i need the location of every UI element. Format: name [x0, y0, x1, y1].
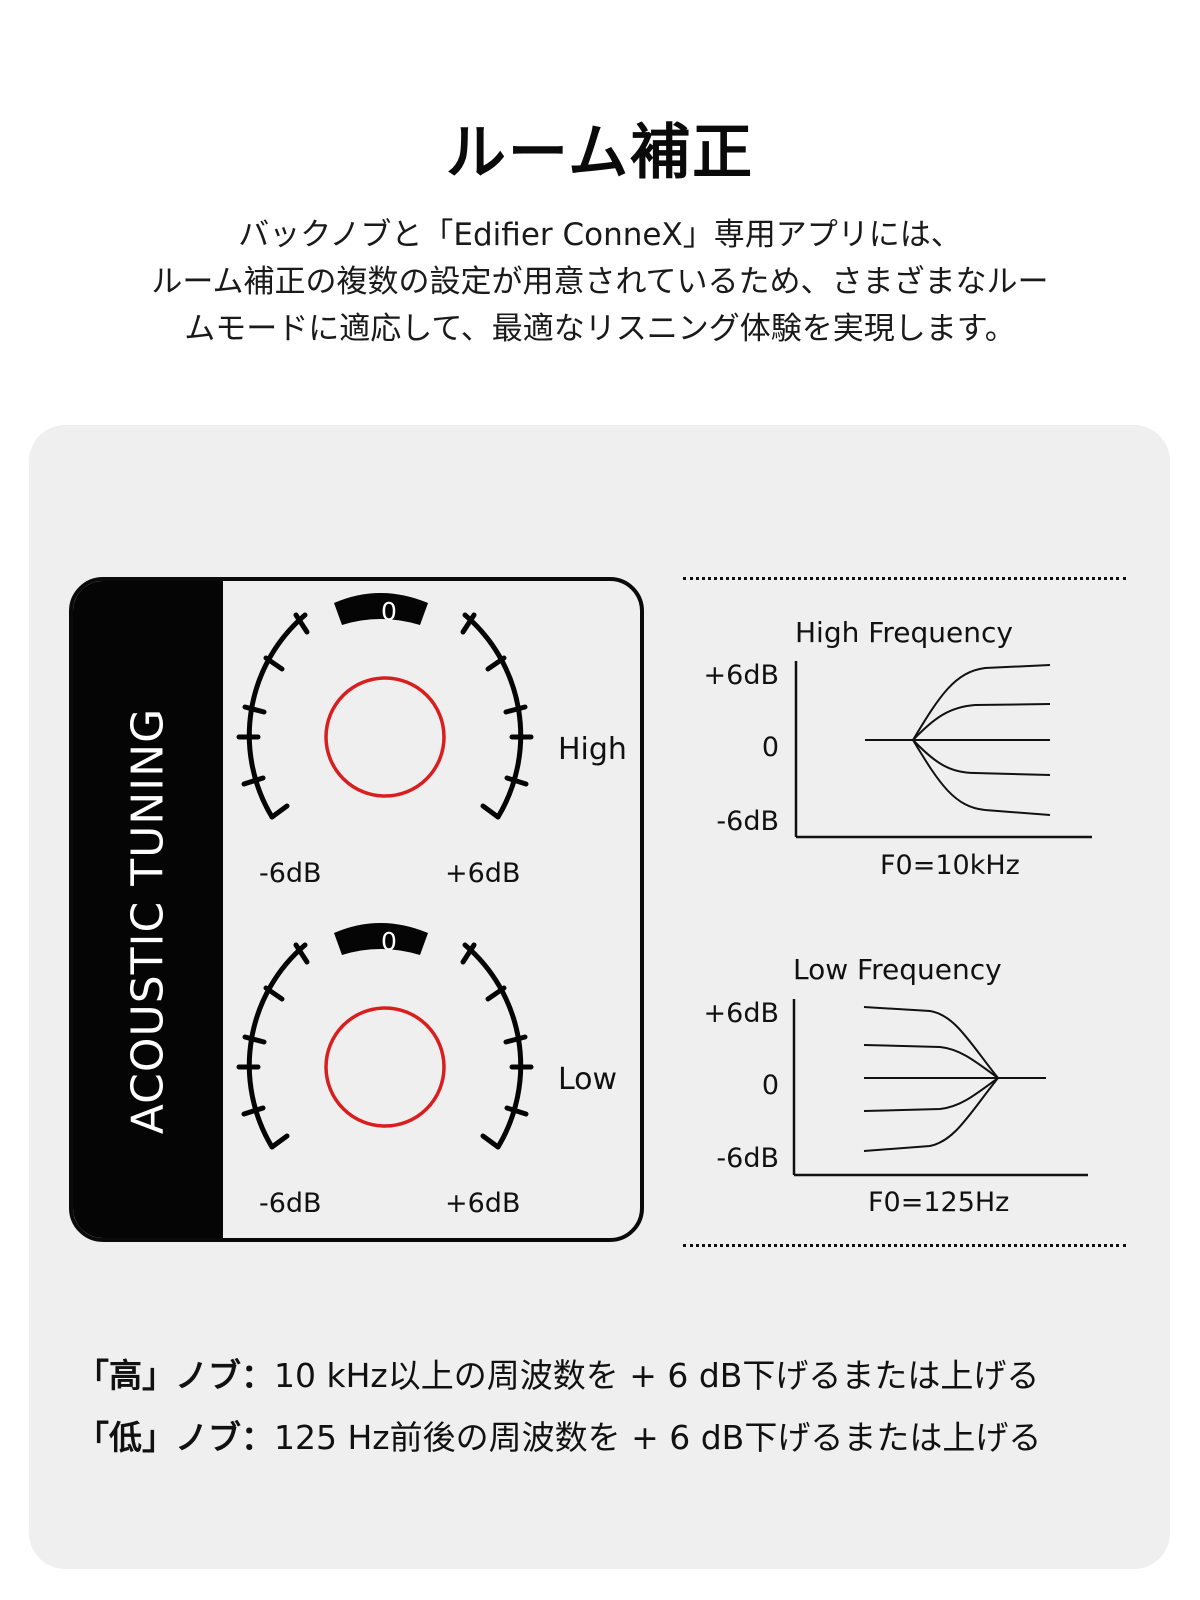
intro-line: バックノブと「Edifier ConneX」専用アプリには、 — [238, 217, 962, 253]
knob-center-value: 0 — [381, 597, 397, 626]
intro-text: バックノブと「Edifier ConneX」専用アプリには、 ルーム補正の複数の… — [60, 212, 1140, 353]
dial-scale-icon — [236, 923, 534, 1150]
note-high-knob: 「高」ノブ：10 kHz以上の周波数を + 6 dB下げるまたは上げる — [76, 1345, 1156, 1407]
divider-top — [683, 577, 1126, 580]
low-knob[interactable] — [230, 915, 540, 1185]
knob-max-label: +6dB — [445, 858, 521, 889]
knob-center-value: 0 — [381, 927, 397, 956]
acoustic-tuning-label: ACOUSTIC TUNING — [122, 707, 174, 1135]
note-text: 125 Hz前後の周波数を + 6 dB下げるまたは上げる — [274, 1418, 1042, 1457]
y-tick-label: 0 — [761, 732, 779, 763]
note-low-knob: 「低」ノブ：125 Hz前後の周波数を + 6 dB下げるまたは上げる — [76, 1407, 1156, 1469]
y-tick-label: 0 — [761, 1070, 779, 1101]
low-frequency-chart — [792, 999, 1088, 1177]
knob-max-label: +6dB — [445, 1188, 521, 1219]
note-key: 「低」ノブ： — [76, 1418, 274, 1457]
intro-line: ムモードに適応して、最適なリスニング体験を実現します。 — [184, 311, 1016, 347]
intro-line: ルーム補正の複数の設定が用意されているため、さまざまなルー — [151, 264, 1049, 300]
high-knob[interactable] — [230, 585, 540, 855]
page-title: ルーム補正 — [445, 118, 755, 188]
divider-bottom — [683, 1244, 1126, 1247]
knob-notes: 「高」ノブ：10 kHz以上の周波数を + 6 dB下げるまたは上げる 「低」ノ… — [76, 1345, 1156, 1469]
y-tick-label: -6dB — [716, 1143, 779, 1174]
high-frequency-chart-title: High Frequency — [795, 616, 1013, 649]
y-tick-label: +6dB — [703, 660, 779, 691]
high-frequency-f0-label: F0=10kHz — [880, 850, 1020, 881]
low-frequency-chart-title: Low Frequency — [793, 953, 1002, 986]
low-frequency-f0-label: F0=125Hz — [868, 1187, 1010, 1218]
low-knob-label: Low — [558, 1062, 618, 1097]
y-tick-label: +6dB — [703, 998, 779, 1029]
knob-min-label: -6dB — [259, 858, 322, 889]
high-knob-label: High — [558, 732, 627, 767]
knob-min-label: -6dB — [259, 1188, 322, 1219]
note-text: 10 kHz以上の周波数を + 6 dB下げるまたは上げる — [274, 1356, 1040, 1395]
y-tick-label: -6dB — [716, 806, 779, 837]
note-key: 「高」ノブ： — [76, 1356, 274, 1395]
acoustic-tuning-card: ACOUSTIC TUNING — [69, 577, 644, 1242]
high-frequency-chart — [794, 661, 1092, 839]
dial-scale-icon — [236, 593, 534, 820]
side-bar: ACOUSTIC TUNING — [73, 581, 223, 1238]
